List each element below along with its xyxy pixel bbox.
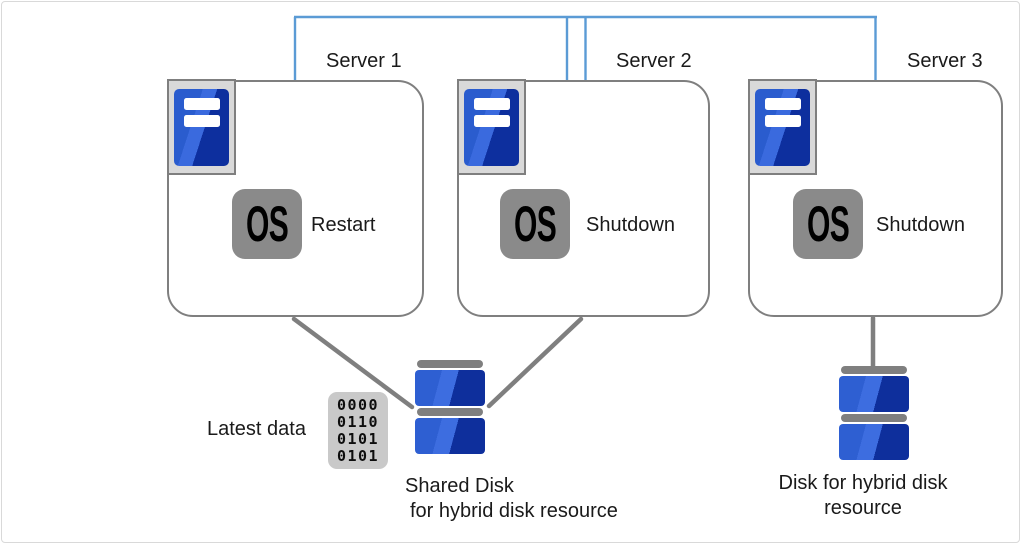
server2-tower-icon xyxy=(457,79,526,175)
hybrid-disk-icon xyxy=(839,366,909,462)
server3-os-icon: OS xyxy=(793,189,863,259)
server-tower-body-icon xyxy=(464,89,519,166)
disk-cap-icon xyxy=(841,414,907,422)
disk-platter-icon xyxy=(415,370,485,406)
tower-slot-icon xyxy=(765,98,801,110)
tower-slot-icon xyxy=(184,98,220,110)
tower-slot-icon xyxy=(765,115,801,127)
shared-disk-label-line2: for hybrid disk resource xyxy=(410,500,618,522)
os-badge-text: OS xyxy=(806,196,850,252)
storage-link-server2-shared-disk xyxy=(486,316,584,409)
server2-os-status: Shutdown xyxy=(586,214,675,236)
server-tower-body-icon xyxy=(174,89,229,166)
server3-os-status: Shutdown xyxy=(876,214,965,236)
server-tower-body-icon xyxy=(755,89,810,166)
storage-link-server1-shared-disk xyxy=(291,316,415,410)
shared-disk-label-line1: Shared Disk xyxy=(405,475,514,497)
server2-label: Server 2 xyxy=(616,50,692,72)
server3-label: Server 3 xyxy=(907,50,983,72)
shared-disk-icon xyxy=(415,360,485,456)
hybrid-disk-label-line2: resource xyxy=(824,497,902,519)
binary-row: 0101 xyxy=(336,447,380,465)
binary-row: 0101 xyxy=(336,430,380,448)
disk-platter-icon xyxy=(839,376,909,412)
disk-platter-icon xyxy=(839,424,909,460)
disk-cap-icon xyxy=(841,366,907,374)
tower-slot-icon xyxy=(474,115,510,127)
disk-cap-icon xyxy=(417,408,483,416)
disk-cap-icon xyxy=(417,360,483,368)
os-badge-text: OS xyxy=(513,196,557,252)
binary-data-icon: 0000 0110 0101 0101 xyxy=(328,392,388,469)
server3-tower-icon xyxy=(748,79,817,175)
server1-os-icon: OS xyxy=(232,189,302,259)
os-badge-text: OS xyxy=(245,196,289,252)
disk-platter-icon xyxy=(415,418,485,454)
hybrid-disk-label: Disk for hybrid disk resource xyxy=(763,471,963,521)
binary-row: 0110 xyxy=(336,413,380,431)
binary-row: 0000 xyxy=(336,396,380,414)
server1-os-status: Restart xyxy=(311,214,376,236)
latest-data-label: Latest data xyxy=(207,418,306,440)
tower-slot-icon xyxy=(184,115,220,127)
server1-label: Server 1 xyxy=(326,50,402,72)
shared-disk-label: Shared Disk for hybrid disk resource xyxy=(405,474,618,524)
hybrid-disk-label-line1: Disk for hybrid disk xyxy=(778,472,948,494)
server2-os-icon: OS xyxy=(500,189,570,259)
tower-slot-icon xyxy=(474,98,510,110)
server1-tower-icon xyxy=(167,79,236,175)
